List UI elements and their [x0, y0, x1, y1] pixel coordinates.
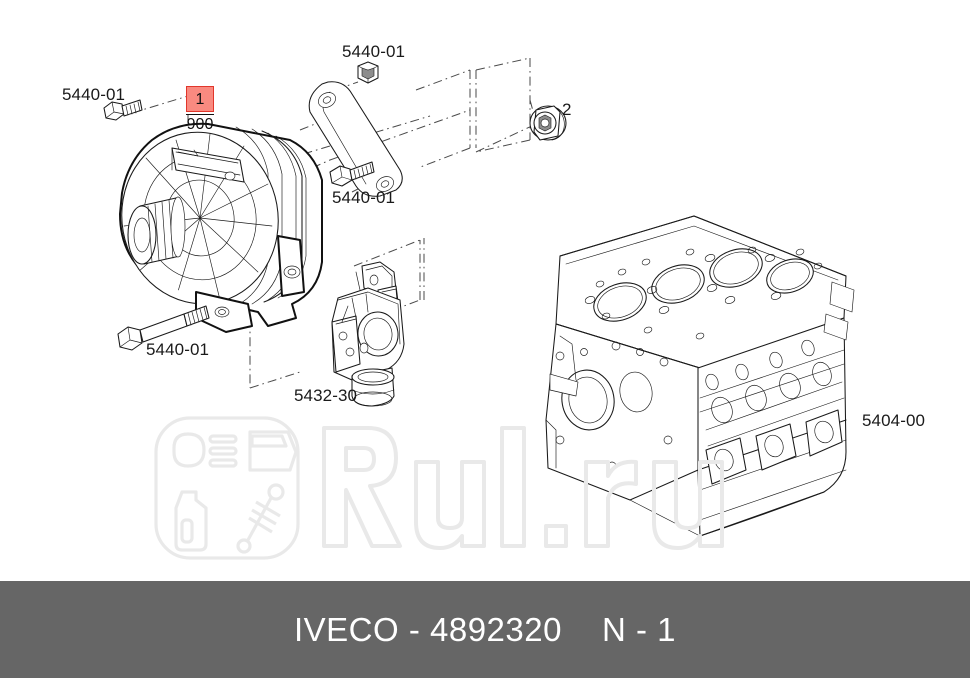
footer-bar: IVECO - 4892320 N - 1 [0, 581, 970, 678]
label-5440-01-bracket-lower: 5440-01 [332, 188, 396, 207]
cylinder-block-part [545, 215, 855, 537]
label-5440-01-bracket-top: 5440-01 [342, 42, 406, 61]
label-5440-01-lower-left: 5440-01 [146, 340, 210, 359]
hex-flange-bolt-upper-left [103, 99, 143, 121]
hex-nut-bracket-top [357, 61, 379, 84]
footer-sheet-code: N - 1 [601, 610, 676, 648]
index-number-highlight[interactable]: 1 [186, 86, 214, 112]
technical-drawing-canvas: .ln { fill:none; stroke:#1a1a1a; stroke-… [103, 57, 855, 537]
pulley-nut-part [529, 105, 567, 141]
footer-brand-part-number: IVECO - 4892320 [293, 610, 562, 648]
alternator-part [119, 122, 323, 333]
cylinder-bores [593, 248, 814, 322]
adjusting-bracket-arm [308, 81, 403, 197]
alternator-support-bracket [331, 261, 405, 407]
index-underline [186, 114, 214, 115]
label-5432-30-support-bracket: 5432-30 [294, 386, 358, 405]
hex-flange-bolt-bracket-lower [329, 161, 375, 187]
label-5440-01-top-left: 5440-01 [62, 85, 126, 104]
exploded-view-drawing: .ln { fill:none; stroke:#1a1a1a; stroke-… [103, 57, 855, 537]
item-callout-2[interactable]: 2 [562, 100, 572, 119]
hex-flange-bolt-long [117, 305, 210, 351]
index-sub-number: 900 [186, 116, 214, 133]
index-callout-1[interactable]: 1 900 [186, 86, 214, 134]
label-5404-00-cylinder-block: 5404-00 [862, 411, 926, 430]
alternator-pulley [127, 196, 186, 265]
